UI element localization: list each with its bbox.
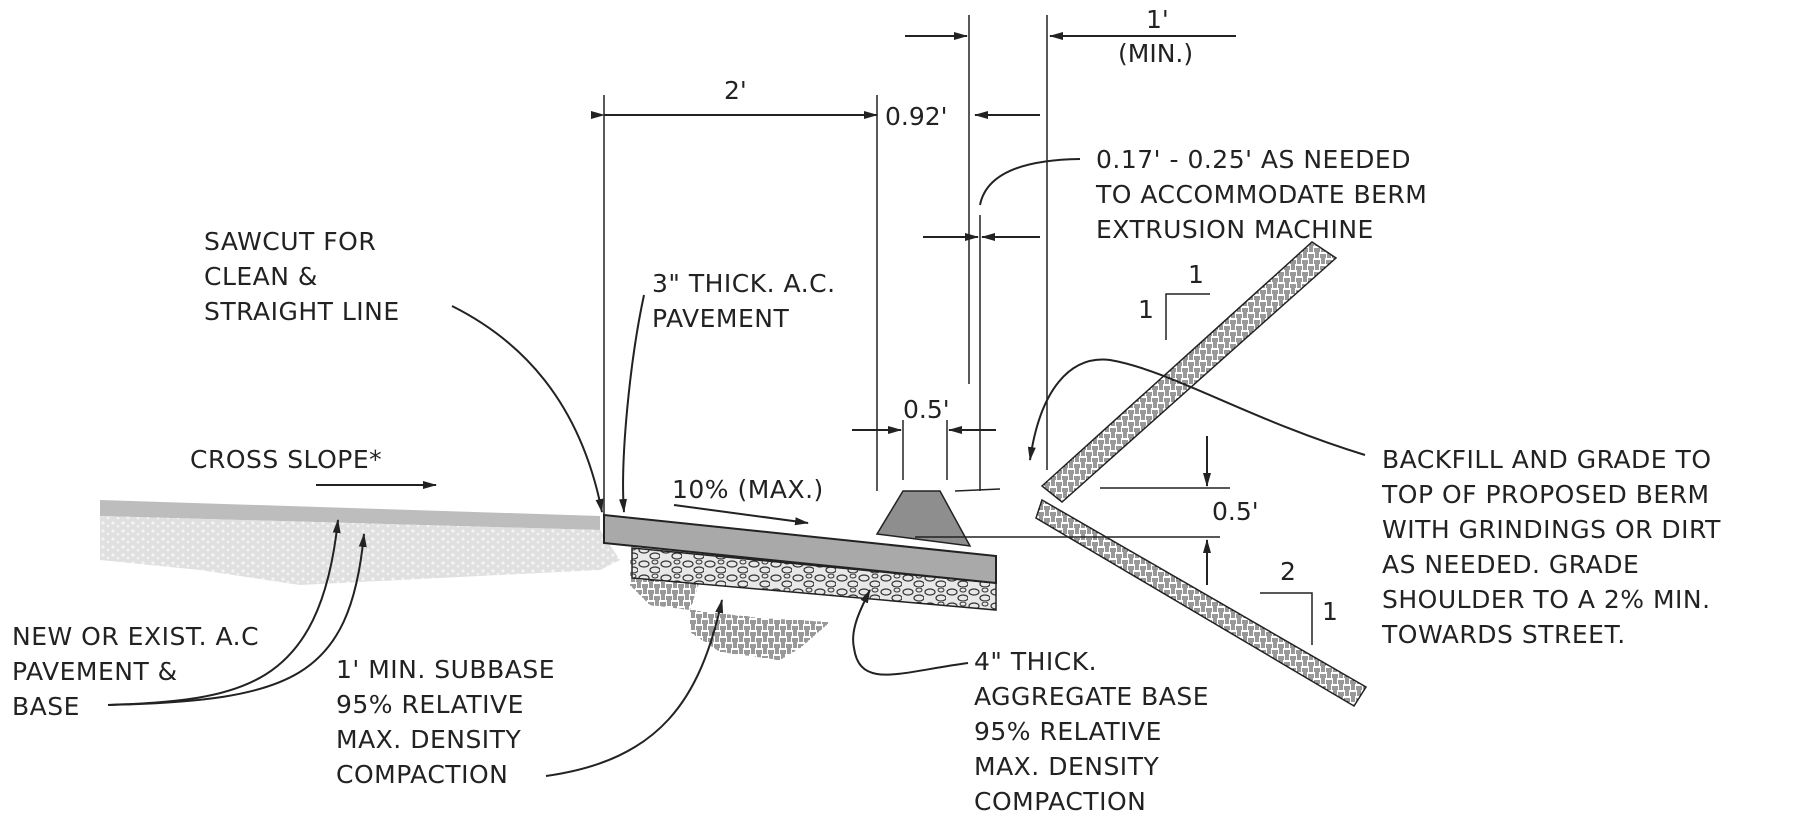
note-subbase-2: 95% RELATIVE	[336, 690, 524, 719]
note-existing-3: BASE	[12, 692, 80, 721]
note-backfill-5: SHOULDER TO A 2% MIN.	[1382, 585, 1711, 614]
ac-pavement	[603, 513, 997, 585]
existing-pavement	[100, 500, 620, 585]
dim-092ft: 0.92'	[885, 102, 948, 131]
leader-lines	[107, 158, 1366, 777]
slope-lower-rise: 1	[1322, 597, 1338, 626]
note-aggregate-1: 4" THICK.	[974, 647, 1097, 676]
note-aggregate-4: MAX. DENSITY	[974, 752, 1159, 781]
note-backfill-1: BACKFILL AND GRADE TO	[1382, 445, 1712, 474]
note-sawcut-1: SAWCUT FOR	[204, 227, 376, 256]
note-subbase-4: COMPACTION	[336, 760, 508, 789]
note-backfill-4: AS NEEDED. GRADE	[1382, 550, 1639, 579]
note-extrusion-3: EXTRUSION MACHINE	[1096, 215, 1374, 244]
cut-slopes	[1035, 241, 1368, 708]
note-sawcut-3: STRAIGHT LINE	[204, 297, 400, 326]
note-ac-2: PAVEMENT	[652, 304, 789, 333]
note-aggregate-5: COMPACTION	[974, 787, 1146, 816]
note-existing-2: PAVEMENT &	[12, 657, 178, 686]
dim-2ft: 2'	[724, 76, 747, 105]
dim-1ft: 1'	[1146, 5, 1169, 34]
dim-1ft-min: (MIN.)	[1118, 39, 1193, 68]
ac-berm	[875, 490, 972, 547]
note-aggregate-2: AGGREGATE BASE	[974, 682, 1209, 711]
slope-upper-rise: 1	[1138, 295, 1154, 324]
note-backfill-2: TOP OF PROPOSED BERM	[1381, 480, 1710, 509]
note-subbase-3: MAX. DENSITY	[336, 725, 521, 754]
note-aggregate-3: 95% RELATIVE	[974, 717, 1162, 746]
note-backfill-3: WITH GRINDINGS OR DIRT	[1382, 515, 1721, 544]
dim-berm-height: 0.5'	[1212, 497, 1259, 526]
note-backfill-6: TOWARDS STREET.	[1381, 620, 1626, 649]
note-slope-max: 10% (MAX.)	[672, 475, 824, 504]
slope-ratio-marks	[1165, 293, 1313, 645]
slope-upper-run: 1	[1188, 260, 1204, 289]
dimension-lines	[591, 15, 1236, 585]
note-existing-1: NEW OR EXIST. A.C	[12, 622, 259, 651]
slope-lower-run: 2	[1280, 557, 1296, 586]
note-extrusion-1: 0.17' - 0.25' AS NEEDED	[1096, 145, 1411, 174]
note-subbase-1: 1' MIN. SUBBASE	[336, 655, 555, 684]
note-sawcut-2: CLEAN &	[204, 262, 318, 291]
note-ac-1: 3" THICK. A.C.	[652, 269, 836, 298]
note-cross-slope: CROSS SLOPE*	[190, 445, 382, 474]
dim-berm-top: 0.5'	[903, 395, 950, 424]
note-extrusion-2: TO ACCOMMODATE BERM	[1095, 180, 1427, 209]
